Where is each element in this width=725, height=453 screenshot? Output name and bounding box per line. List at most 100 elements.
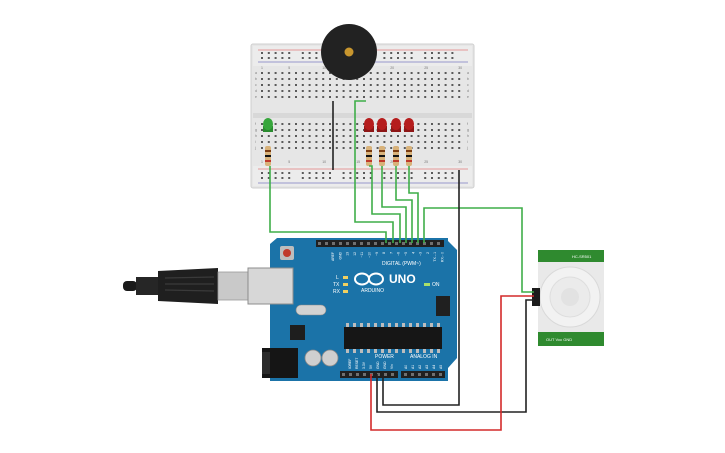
header-hole[interactable] <box>342 373 345 376</box>
breadboard-hole <box>274 123 277 125</box>
header-hole[interactable] <box>418 373 421 376</box>
header-hole[interactable] <box>325 242 328 245</box>
header-hole[interactable] <box>381 242 384 245</box>
chip-pin <box>346 349 349 353</box>
breadboard-row-label: f <box>467 122 468 126</box>
breadboard-hole <box>424 135 427 137</box>
breadboard-hole <box>397 96 399 98</box>
header-hole[interactable] <box>384 373 387 376</box>
header-hole[interactable] <box>377 373 380 376</box>
power-pin-label: A1 <box>411 365 415 369</box>
header-hole[interactable] <box>402 242 405 245</box>
breadboard-hole <box>363 135 365 137</box>
breadboard-hole <box>403 135 406 137</box>
header-hole[interactable] <box>437 242 440 245</box>
pir-motion-sensor: HC-SR501 OUT Vcc GND <box>532 250 604 346</box>
breadboard-hole <box>295 141 297 143</box>
rail-hole <box>267 177 270 179</box>
rail-hole <box>369 172 372 174</box>
header-hole[interactable] <box>349 373 352 376</box>
breadboard-hole <box>356 90 359 92</box>
header-hole[interactable] <box>416 242 419 245</box>
wire-pir-gnd[interactable] <box>376 299 534 413</box>
chip-pin <box>416 323 419 327</box>
header-hole[interactable] <box>439 373 442 376</box>
wire-led-red-4[interactable] <box>408 166 419 243</box>
header-hole[interactable] <box>404 373 407 376</box>
rail-hole <box>431 57 433 59</box>
breadboard-column-label: 15 <box>356 160 360 164</box>
header-hole[interactable] <box>363 373 366 376</box>
wire-buzzer-pin[interactable] <box>354 106 394 243</box>
header-hole[interactable] <box>411 373 414 376</box>
header-hole[interactable] <box>367 242 370 245</box>
header-hole[interactable] <box>346 242 349 245</box>
rail-hole <box>342 177 345 179</box>
rail-hole <box>403 57 406 59</box>
analog-in-label: ANALOG IN <box>410 354 438 360</box>
header-hole[interactable] <box>432 373 435 376</box>
header-hole[interactable] <box>360 242 363 245</box>
rail-hole <box>315 57 318 59</box>
breadboard-hole <box>315 141 318 143</box>
breadboard-hole <box>308 135 311 137</box>
wire-pir-out[interactable] <box>423 207 534 293</box>
header-hole[interactable] <box>353 242 356 245</box>
rail-hole <box>424 57 427 59</box>
breadboard-hole <box>417 78 420 80</box>
breadboard-hole <box>363 96 365 98</box>
header-hole[interactable] <box>388 242 391 245</box>
breadboard-hole <box>295 78 297 80</box>
header-hole[interactable] <box>318 242 321 245</box>
wire-green-led[interactable] <box>269 166 387 243</box>
header-hole[interactable] <box>430 242 433 245</box>
breadboard-hole <box>431 96 433 98</box>
header-hole[interactable] <box>332 242 335 245</box>
led-green-dome <box>263 118 273 130</box>
breadboard-hole <box>437 84 440 86</box>
breadboard-hole <box>301 147 304 149</box>
chip-pin <box>360 323 363 327</box>
header-hole[interactable] <box>391 373 394 376</box>
header-hole[interactable] <box>374 242 377 245</box>
wire-gnd-breadboard[interactable] <box>382 170 460 406</box>
breadboard-hole <box>267 141 270 143</box>
breadboard-hole <box>267 78 270 80</box>
header-hole[interactable] <box>423 242 426 245</box>
usb-b-jack <box>247 267 294 305</box>
breadboard-hole <box>417 129 420 131</box>
wire-buzzer-signal[interactable] <box>354 100 366 106</box>
atmega-chip <box>344 327 442 349</box>
resistor-4-band <box>393 155 399 157</box>
header-hole[interactable] <box>339 242 342 245</box>
breadboard-hole <box>315 78 318 80</box>
breadboard-hole <box>315 84 318 86</box>
breadboard-hole <box>261 135 263 137</box>
breadboard-hole <box>458 123 461 125</box>
header-hole[interactable] <box>409 242 412 245</box>
breadboard-hole <box>288 84 291 86</box>
wire-led-red-3[interactable] <box>395 166 413 243</box>
breadboard-hole <box>322 72 325 74</box>
chip-pin <box>381 349 384 353</box>
wire-pir-vcc[interactable] <box>370 295 534 431</box>
power-pin-label: A0 <box>404 365 408 369</box>
header-hole[interactable] <box>395 242 398 245</box>
rail-hole <box>322 172 325 174</box>
wire-led-red-2[interactable] <box>381 166 407 243</box>
header-hole[interactable] <box>425 373 428 376</box>
breadboard-hole <box>437 129 440 131</box>
wire-led-red-1[interactable] <box>369 165 401 243</box>
header-hole[interactable] <box>356 373 359 376</box>
reset-button-cap[interactable] <box>283 249 291 257</box>
chip-pin <box>388 323 391 327</box>
rail-hole <box>451 172 454 174</box>
chip-pin <box>367 349 370 353</box>
arduino-brand-label: ARDUINO <box>361 288 384 294</box>
breadboard-hole <box>458 90 461 92</box>
chip-pin <box>402 323 405 327</box>
breadboard-hole <box>267 84 270 86</box>
breadboard-hole <box>342 147 345 149</box>
breadboard-hole <box>261 96 263 98</box>
